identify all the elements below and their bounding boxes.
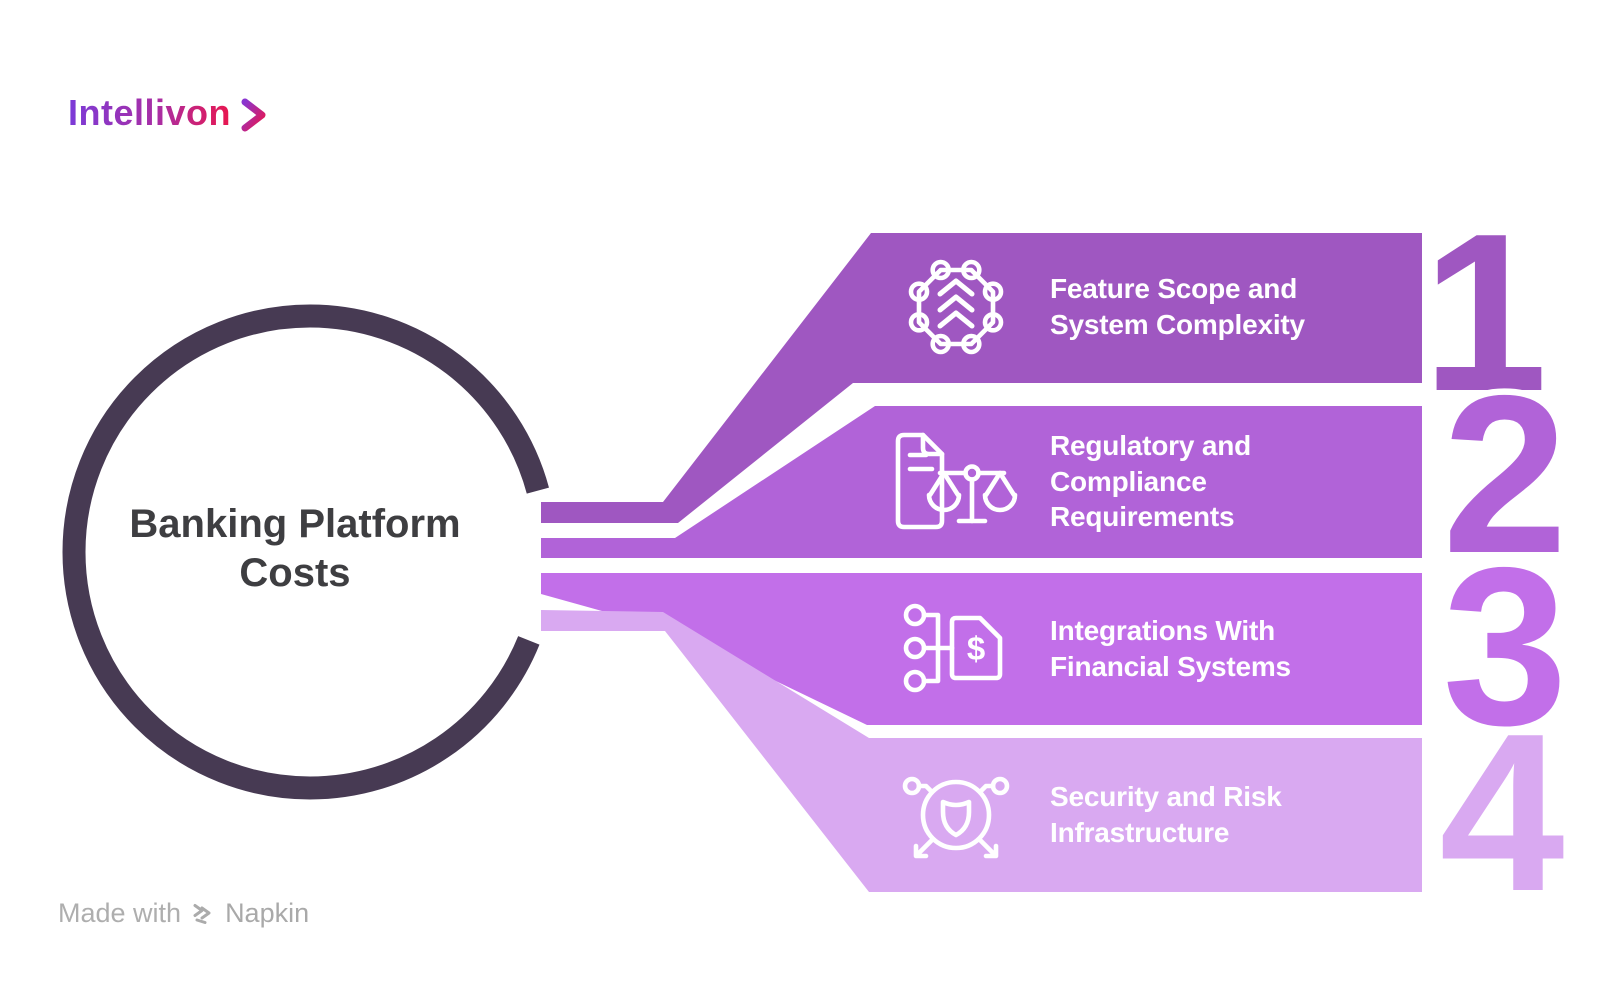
- center-circle: [62, 304, 558, 800]
- dollar-glyph: $: [967, 630, 985, 667]
- napkin-logo-icon: [193, 903, 211, 924]
- item-ribbon-2: [541, 406, 1422, 558]
- napkin-label: Napkin: [225, 898, 310, 928]
- item-number-2: 2: [1442, 348, 1567, 600]
- made-with-napkin: Made with Napkin: [58, 898, 309, 929]
- item-ribbon-1: [541, 233, 1422, 523]
- logo-chevron-icon: [241, 98, 266, 132]
- document-scales-icon: [895, 432, 1018, 530]
- item-ribbon-3: [541, 573, 1422, 725]
- logo: Intellivon: [68, 92, 269, 134]
- item-number-4: 4: [1439, 686, 1564, 938]
- item-ribbon-4: [541, 610, 1422, 892]
- item-title-1: Feature Scope and System Complexity: [1050, 273, 1305, 340]
- item-number-3: 3: [1442, 520, 1567, 772]
- financial-tag-icon: $: [903, 603, 1003, 693]
- item-title-3: Integrations With Financial Systems: [1050, 614, 1291, 682]
- shield-network-icon: [902, 776, 1010, 859]
- made-with-label: Made with: [58, 898, 182, 928]
- network-nodes-icon: [908, 259, 1004, 355]
- item-number-1: 1: [1422, 186, 1547, 438]
- diagram-title: Banking Platform Costs: [129, 502, 461, 595]
- logo-text: Intellivon: [68, 92, 232, 133]
- item-title-4: Security and Risk Infrastructure: [1050, 781, 1282, 848]
- item-title-2: Regulatory and Compliance Requirements: [1050, 429, 1252, 533]
